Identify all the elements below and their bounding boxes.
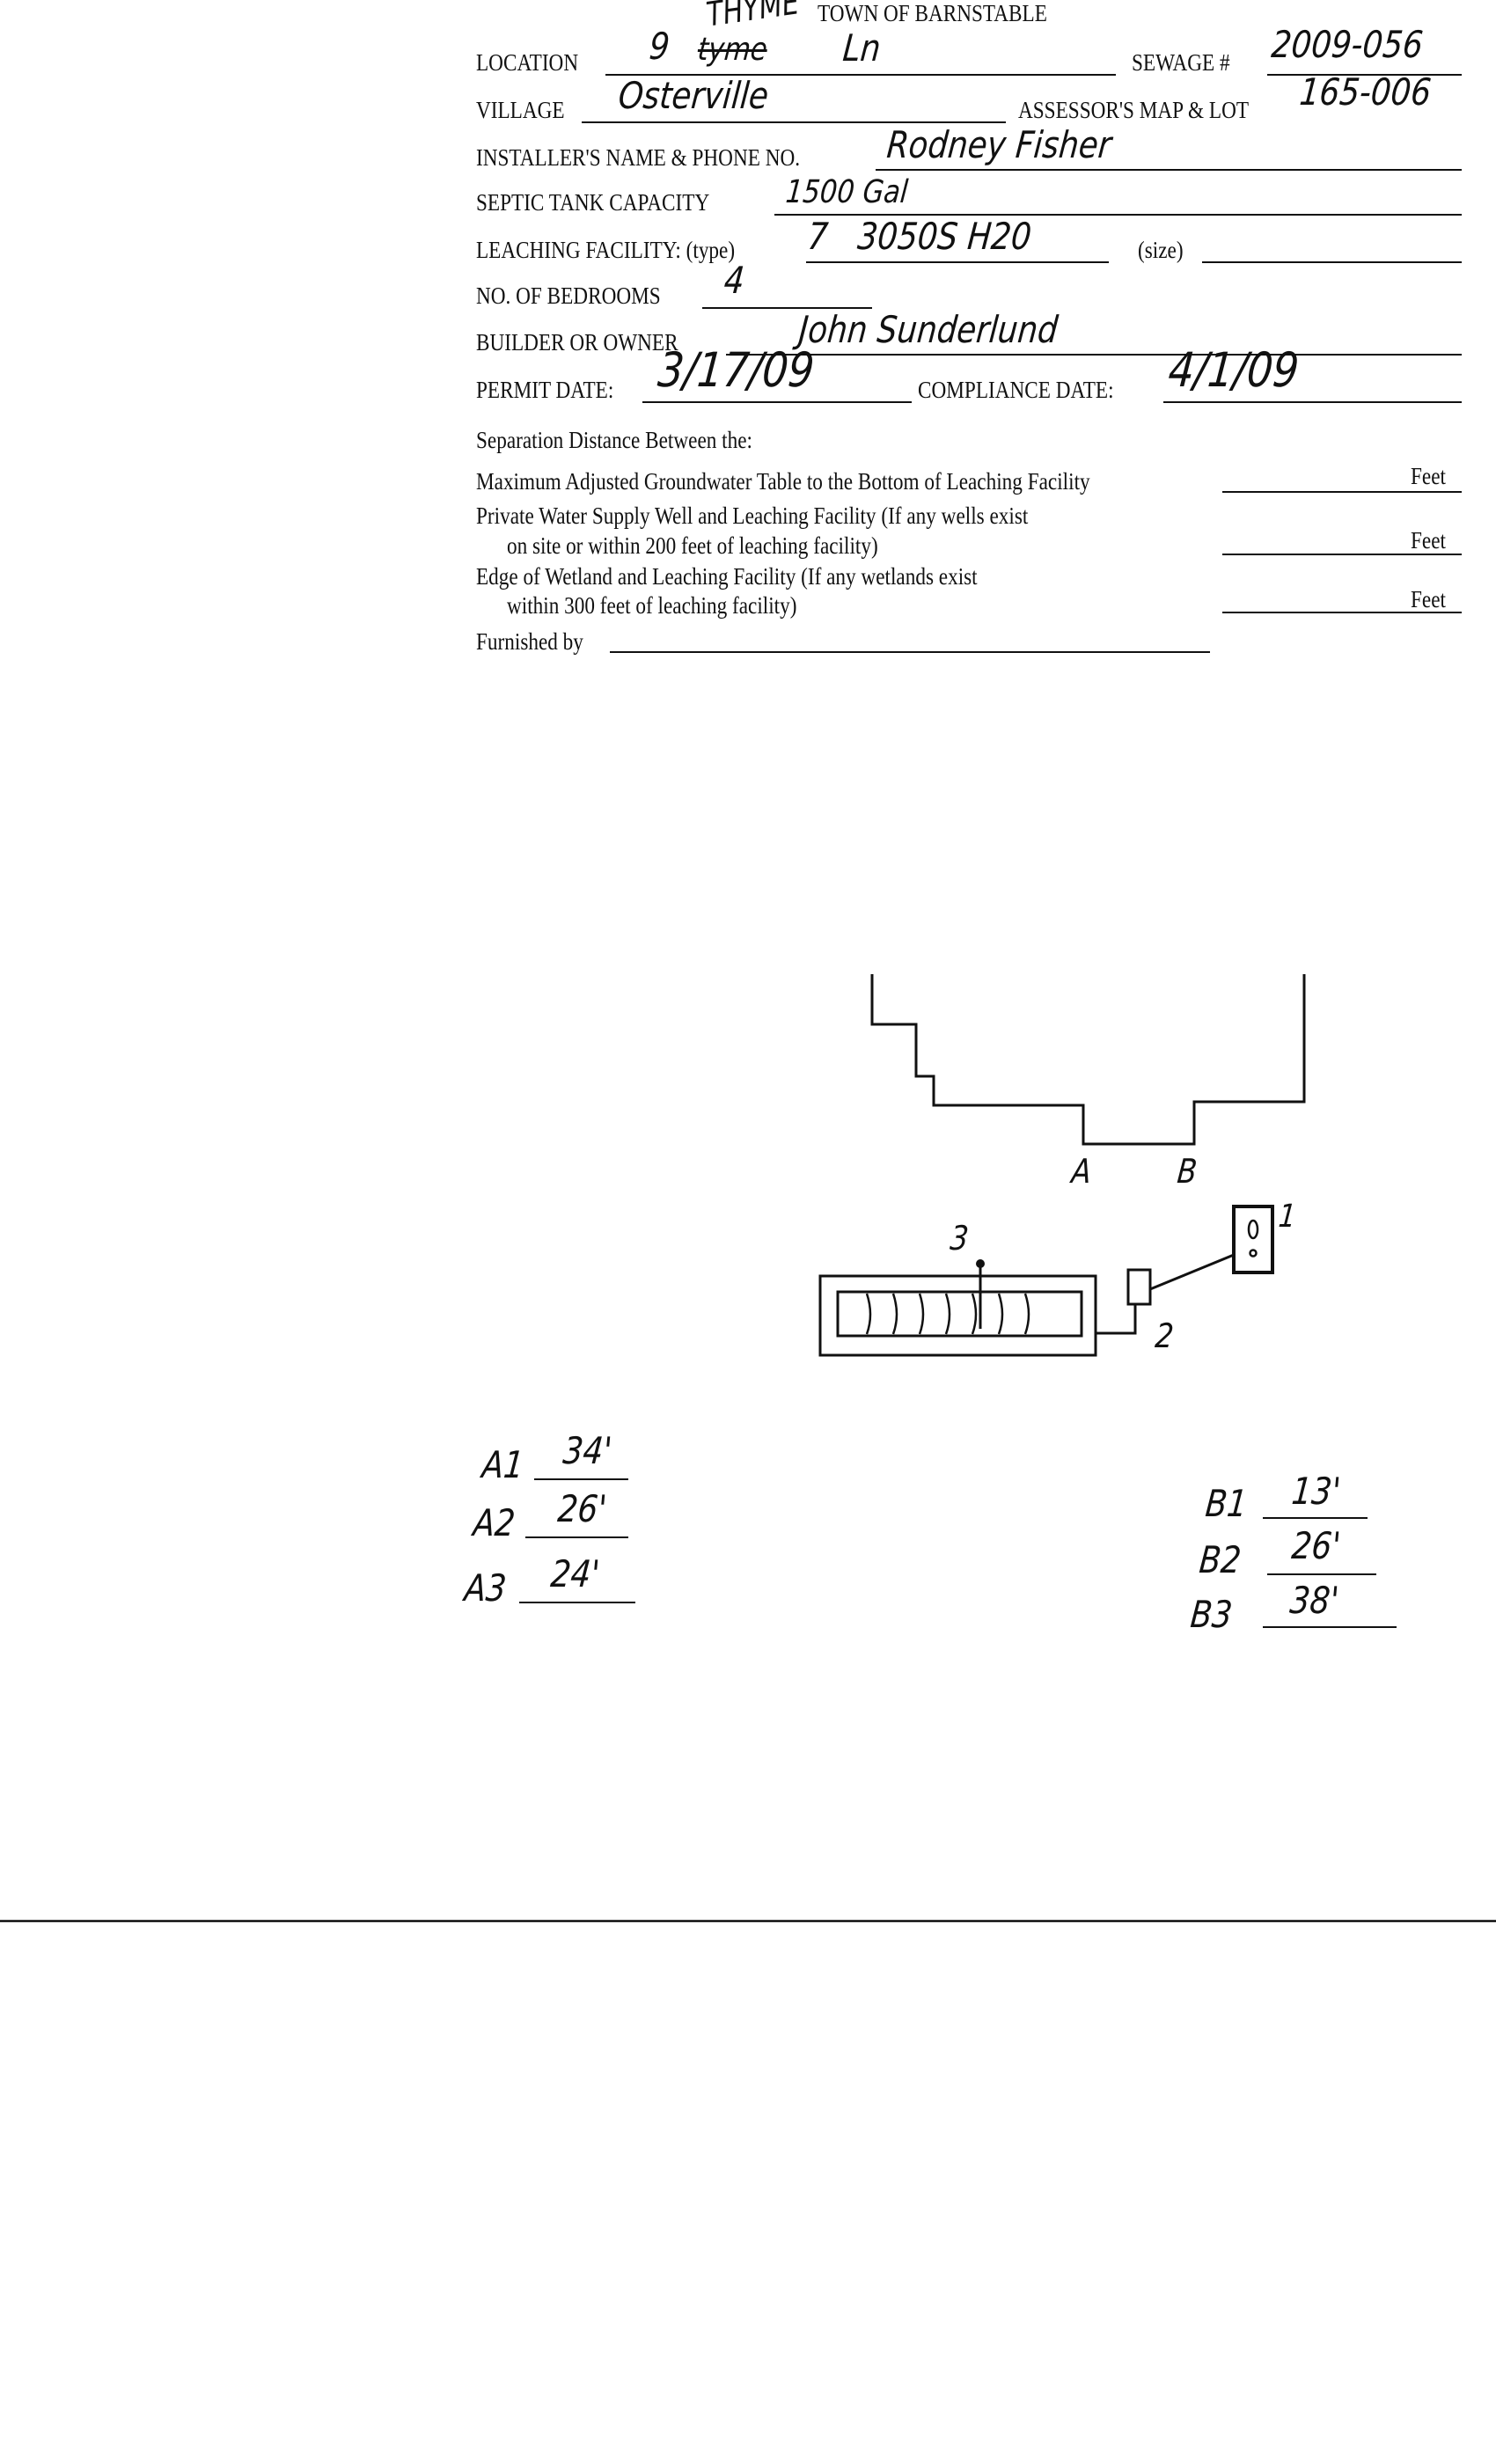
village-label: VILLAGE	[476, 97, 565, 123]
separation-row-3-text: Edge of Wetland and Leaching Facility (I…	[476, 563, 978, 590]
measure-a1-line	[534, 1478, 628, 1480]
location-label: LOCATION	[476, 49, 579, 76]
sewage-field[interactable]	[1267, 74, 1462, 76]
chamber-dividers	[865, 1293, 1030, 1335]
inlet-pipe	[1149, 1253, 1235, 1291]
furnished-label: Furnished by	[476, 628, 583, 655]
tank-cover-small	[1249, 1249, 1258, 1258]
leaching-field-outer	[818, 1274, 1097, 1357]
tank-cover	[1247, 1219, 1259, 1240]
assessor-label: ASSESSOR'S MAP & LOT	[1018, 97, 1250, 123]
leaching-type-field[interactable]	[806, 261, 1109, 263]
house-outline	[870, 974, 1306, 1146]
measure-b2-label: B2	[1197, 1538, 1243, 1581]
separation-row-2-text: Private Water Supply Well and Leaching F…	[476, 502, 1029, 529]
separation-row-3-unit: Feet	[1411, 586, 1446, 612]
dbox-label: 2	[1153, 1316, 1176, 1355]
leaching-size-field[interactable]	[1202, 261, 1462, 263]
page-title: TOWN OF BARNSTABLE	[818, 0, 1047, 26]
separation-row-2-unit: Feet	[1411, 527, 1446, 554]
measure-a2-line	[525, 1536, 628, 1538]
village-field[interactable]	[582, 121, 1006, 123]
compliance-label: COMPLIANCE DATE:	[918, 377, 1114, 403]
separation-row-1-field[interactable]	[1222, 491, 1462, 493]
measure-a2-label: A2	[471, 1501, 517, 1544]
corner-label-a: A	[1069, 1152, 1094, 1191]
separation-row-2-field[interactable]	[1222, 554, 1462, 555]
sewage-label: SEWAGE #	[1132, 49, 1230, 76]
measure-b1-value: 13'	[1289, 1470, 1343, 1513]
furnished-field[interactable]	[610, 651, 1210, 653]
separation-heading: Separation Distance Between the:	[476, 427, 753, 453]
distribution-box	[1126, 1268, 1152, 1306]
septic-label: SEPTIC TANK CAPACITY	[476, 189, 710, 216]
separation-row-3-field[interactable]	[1222, 612, 1462, 613]
measure-b3-line	[1263, 1626, 1397, 1628]
measure-a2-value: 26'	[555, 1487, 609, 1530]
leaching-label: LEACHING FACILITY: (type)	[476, 237, 736, 263]
installer-field[interactable]	[876, 169, 1462, 171]
corner-label-b: B	[1175, 1152, 1199, 1191]
permit-label: PERMIT DATE:	[476, 377, 614, 403]
septic-field[interactable]	[774, 214, 1462, 216]
outlet-pipe	[1096, 1304, 1137, 1335]
leaching-chambers	[836, 1290, 1083, 1338]
bedrooms-field[interactable]	[702, 307, 872, 309]
leaching-size-label: (size)	[1138, 237, 1184, 263]
measure-b3-value: 38'	[1287, 1579, 1341, 1622]
measure-a3-line	[519, 1602, 635, 1603]
measure-a1-label: A1	[480, 1443, 526, 1486]
separation-row-1-text: Maximum Adjusted Groundwater Table to th…	[476, 468, 1090, 495]
measure-a3-label: A3	[462, 1566, 509, 1610]
builder-field[interactable]	[726, 354, 1462, 356]
builder-label: BUILDER OR OWNER	[476, 329, 678, 356]
measure-a3-value: 24'	[548, 1552, 602, 1595]
separation-row-1-unit: Feet	[1411, 463, 1446, 489]
measure-b3-label: B3	[1188, 1593, 1235, 1636]
bedrooms-label: NO. OF BEDROOMS	[476, 282, 661, 309]
observation-port	[976, 1259, 985, 1268]
measure-b1-line	[1263, 1517, 1368, 1519]
permit-field[interactable]	[642, 401, 912, 403]
trench-label: 3	[948, 1219, 971, 1258]
well-label: 1	[1277, 1199, 1298, 1235]
installer-label: INSTALLER'S NAME & PHONE NO.	[476, 144, 801, 171]
measure-b2-line	[1267, 1573, 1376, 1575]
measure-a1-value: 34'	[561, 1429, 614, 1472]
separation-row-2-text-2: on site or within 200 feet of leaching f…	[507, 532, 878, 559]
separation-row-3-text-2: within 300 feet of leaching facility)	[507, 592, 797, 619]
compliance-field[interactable]	[1163, 401, 1462, 403]
measure-b2-value: 26'	[1289, 1524, 1343, 1567]
location-field[interactable]	[605, 74, 1116, 76]
septic-tank	[1232, 1205, 1274, 1274]
measure-b1-label: B1	[1203, 1482, 1250, 1525]
